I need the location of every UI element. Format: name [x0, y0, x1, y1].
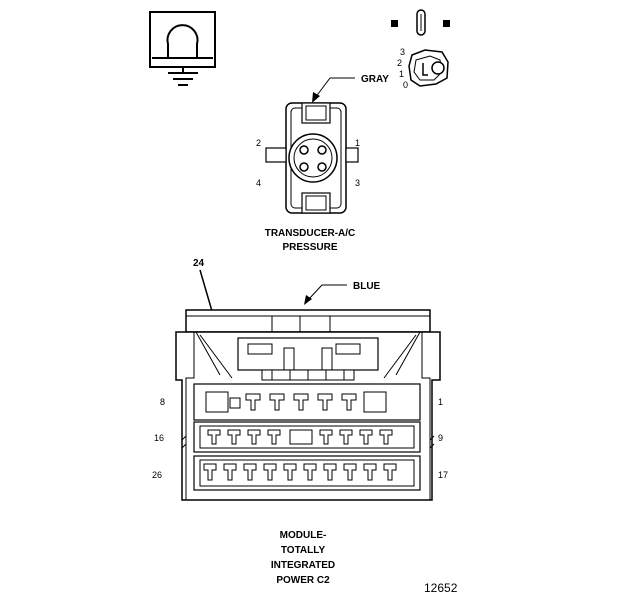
pin-label-1: 1 — [355, 138, 360, 148]
connector-a-name-line2: PRESSURE — [282, 242, 337, 253]
pin-label-9: 9 — [438, 433, 443, 443]
cavity-row-3 — [203, 463, 397, 481]
pin-label-16: 16 — [154, 433, 164, 443]
connector-b-name-line3: INTEGRATED — [271, 560, 335, 571]
connector-a-name-line1: TRANSDUCER-A/C — [265, 228, 356, 239]
connector-b-name-line4: POWER C2 — [276, 575, 330, 586]
pin-label-4: 4 — [256, 178, 261, 188]
key-position-1: 1 — [399, 69, 404, 79]
cavity-row-2 — [207, 429, 393, 445]
connector-b-name-line1: MODULE- — [280, 530, 327, 541]
pin-label-26: 26 — [152, 470, 162, 480]
connector-b-color: BLUE — [353, 281, 381, 292]
callout-24-label: 24 — [193, 258, 205, 269]
connector-a-color: GRAY — [361, 74, 389, 85]
pin-label-17: 17 — [438, 470, 448, 480]
ignition-key-icon: 3 2 1 0 — [391, 9, 450, 90]
key-position-0: 0 — [403, 80, 408, 90]
key-position-3: 3 — [400, 47, 405, 57]
tipm-c2-connector — [175, 309, 441, 501]
ground-symbol-icon — [149, 11, 216, 86]
pin-label-8: 8 — [160, 397, 165, 407]
connector-b-name-line2: TOTALLY — [281, 545, 326, 556]
key-position-2: 2 — [397, 58, 402, 68]
pin-label-2: 2 — [256, 138, 261, 148]
cavity-row-1 — [205, 391, 387, 413]
gray-callout: GRAY — [312, 74, 389, 103]
figure-number: 12652 — [424, 581, 458, 595]
blue-callout: BLUE — [304, 281, 381, 305]
transducer-connector: 2 1 4 3 — [256, 102, 360, 214]
pin-label-1-b: 1 — [438, 397, 443, 407]
pin-label-3: 3 — [355, 178, 360, 188]
